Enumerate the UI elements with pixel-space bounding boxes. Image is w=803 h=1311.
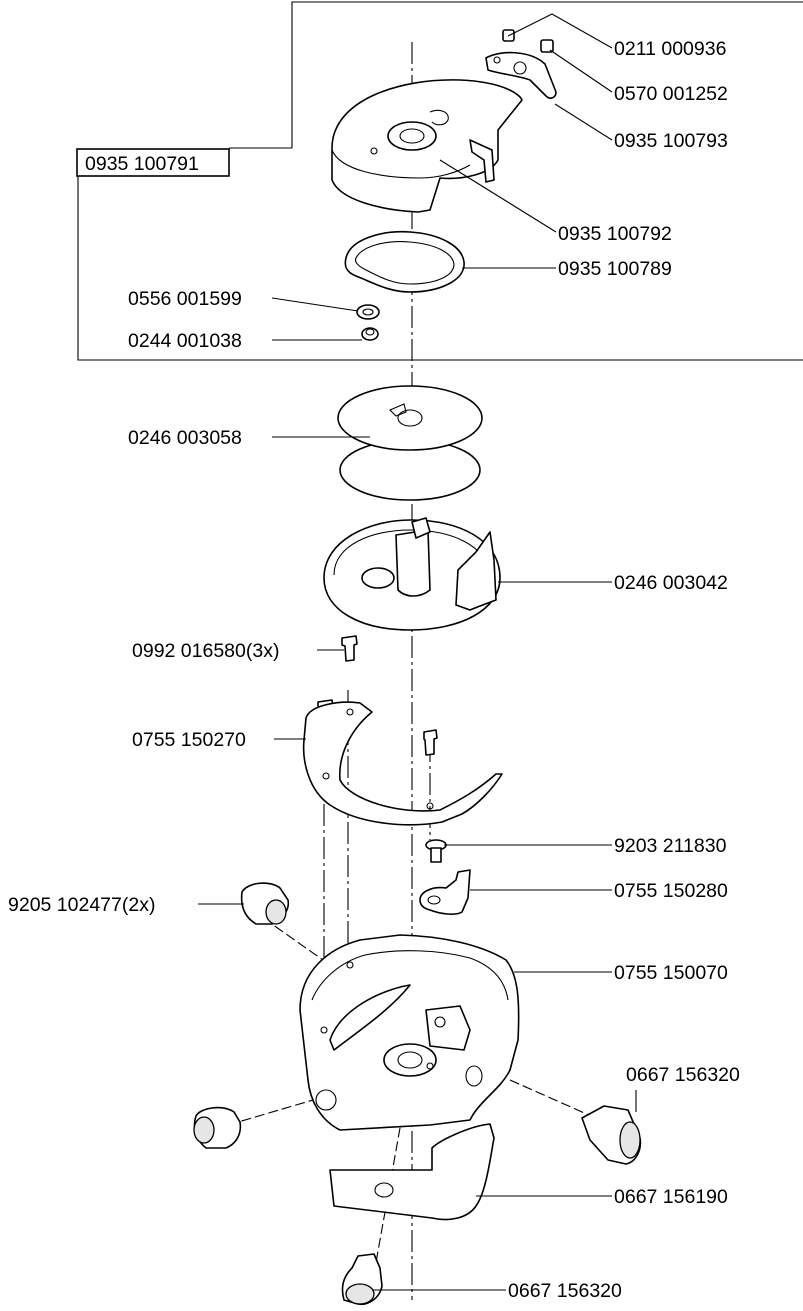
label-0992-016580: 0992 016580(3x) <box>132 640 279 662</box>
label-0935-100789: 0935 100789 <box>558 258 672 280</box>
label-0570-001252: 0570 001252 <box>614 83 728 105</box>
sleeve-9205-102477 <box>240 882 290 925</box>
label-9203-211830: 9203 211830 <box>614 835 727 857</box>
label-9205-102477: 9205 102477(2x) <box>8 894 155 916</box>
screw-right-0667-156320 <box>581 1105 642 1165</box>
label-0935-100792: 0935 100792 <box>558 223 672 245</box>
sleeve-left <box>193 1106 242 1149</box>
label-0667-156320-bottom: 0667 156320 <box>508 1280 622 1302</box>
label-0246-003042: 0246 003042 <box>614 572 728 594</box>
bobbin-case-cover <box>331 79 523 213</box>
assembly-frame <box>76 1 803 361</box>
label-0755-150270: 0755 150270 <box>132 729 246 751</box>
label-0556-001599: 0556 001599 <box>128 288 242 310</box>
assembly-label: 0935 100791 <box>85 153 199 175</box>
screw-9203 <box>425 839 447 863</box>
label-0244-001038: 0244 001038 <box>128 330 242 352</box>
hook-plate <box>329 1123 495 1221</box>
part-labels: 0935 100791 0211 000936 0570 001252 0935… <box>8 38 740 1302</box>
label-0667-156190: 0667 156190 <box>614 1186 728 1208</box>
gasket-ring <box>344 230 465 293</box>
bobbin-case <box>323 517 501 631</box>
label-0211-000936: 0211 000936 <box>614 38 726 60</box>
label-0755-150070: 0755 150070 <box>614 962 728 984</box>
clamp-0755-150280 <box>419 869 471 915</box>
hook-body <box>299 934 520 1131</box>
bobbin <box>337 385 483 501</box>
screw-bottom-0667-156320 <box>341 1253 383 1306</box>
label-0755-150280: 0755 150280 <box>614 880 728 902</box>
washer-and-nut <box>356 304 380 341</box>
gib-plate <box>302 701 503 826</box>
label-0935-100793: 0935 100793 <box>614 130 728 152</box>
leader-lines <box>198 13 637 1291</box>
label-0667-156320-right: 0667 156320 <box>626 1064 740 1086</box>
top-small-parts <box>485 29 557 99</box>
label-0246-003058: 0246 003058 <box>128 427 242 449</box>
